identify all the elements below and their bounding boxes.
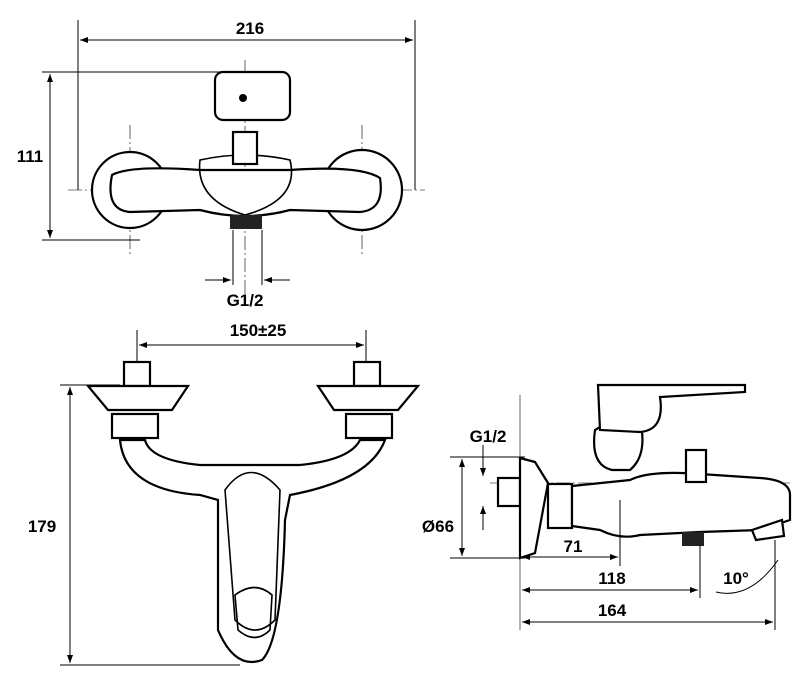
diverter-knob [684,448,708,484]
lever-handle-side [596,383,747,434]
left-flange [85,384,191,412]
side-thread-dim-label: G1/2 [470,427,507,446]
diameter-dim-label: Ø66 [422,517,454,536]
spout-front [224,471,281,631]
depth-118-label: 118 [598,569,625,588]
right-flange [315,384,421,412]
angle-dim-label: 10° [723,569,749,588]
mixer-body-front [118,438,387,664]
outlet-thread [230,215,262,229]
shower-outlet-thread [682,532,704,546]
side-view: Ø66 G1/2 71 118 164 10° [422,383,792,630]
wall-flange [518,456,550,560]
lever-handle [213,70,292,122]
cartridge-cap [231,130,259,166]
connector-nut [546,482,574,530]
depth-71-label: 71 [564,537,583,556]
aerator [750,518,786,542]
right-inlet-cap [352,360,382,388]
front-view: 150±25 179 [28,321,421,666]
left-nut [110,412,160,440]
depth-164-label: 164 [598,601,627,620]
angle-arc [715,559,779,594]
height-dim-label: 179 [28,517,56,536]
spout-body [570,471,792,538]
height-dim-label: 111 [17,147,44,166]
right-nut [344,412,394,440]
mixer-body [109,167,382,218]
thread-dim-label: G1/2 [227,291,264,310]
spacing-dim-label: 150±25 [230,321,287,340]
left-inlet-cap [122,360,152,388]
top-view: 216 111 G1/2 [17,19,425,310]
inlet-thread [496,476,522,508]
width-dim-label: 216 [236,19,264,38]
